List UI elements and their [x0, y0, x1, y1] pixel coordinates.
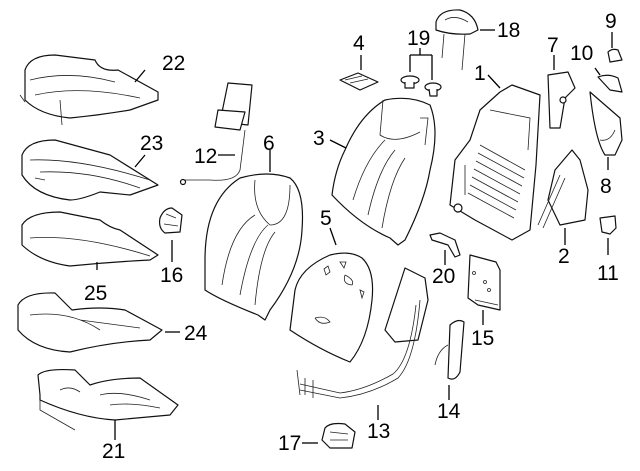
- part-20-bracket[interactable]: [429, 232, 461, 258]
- part-21-seat-pan[interactable]: [37, 368, 179, 431]
- part-9-knob-cap[interactable]: [607, 48, 623, 63]
- callout-18: 18: [497, 19, 520, 42]
- part-1-seat-back-frame[interactable]: [449, 84, 541, 241]
- part-24-cushion-foam-pad[interactable]: [17, 292, 163, 353]
- callout-16: 16: [160, 264, 183, 287]
- part-3-seat-back-cover-rear[interactable]: [331, 97, 436, 246]
- callout-labels: 22 23 12 6 3 4 19 18 1 7 9 10 8 5 2 11 2…: [84, 10, 619, 463]
- callout-11: 11: [597, 262, 619, 285]
- leader-19: [409, 48, 433, 80]
- part-17-seat-switch[interactable]: [321, 422, 356, 449]
- part-12-sensor-with-harness[interactable]: [179, 82, 253, 186]
- callout-6: 6: [263, 132, 275, 155]
- callout-12: 12: [194, 145, 217, 168]
- callout-23: 23: [140, 132, 163, 155]
- callout-14: 14: [437, 400, 461, 423]
- part-14-side-airbag-module[interactable]: [434, 319, 465, 380]
- leader-3: [329, 139, 347, 149]
- part-13-wiring-harness[interactable]: [296, 267, 429, 399]
- callout-5: 5: [320, 207, 332, 230]
- part-15-control-module[interactable]: [467, 254, 501, 311]
- callout-17: 17: [278, 432, 301, 455]
- callout-3: 3: [313, 127, 325, 150]
- leader-1: [487, 74, 501, 89]
- part-8-side-shield-cover[interactable]: [589, 91, 623, 156]
- callout-20: 20: [432, 265, 455, 288]
- leader-lines: [96, 29, 613, 444]
- part-25-cushion-pad[interactable]: [21, 211, 159, 267]
- part-11-connector[interactable]: [599, 215, 617, 235]
- callout-8: 8: [600, 175, 612, 198]
- leader-23: [134, 154, 146, 168]
- part-19-headrest-guides[interactable]: [400, 75, 442, 97]
- part-22-seat-cushion-cover[interactable]: [19, 54, 159, 126]
- leader-22: [134, 69, 146, 83]
- callout-21: 21: [102, 440, 125, 463]
- leader-10: [594, 67, 601, 76]
- callout-25: 25: [84, 282, 107, 305]
- callout-4: 4: [353, 32, 365, 55]
- callout-9: 9: [605, 10, 617, 33]
- callout-2: 2: [558, 245, 570, 268]
- part-18-headrest[interactable]: [435, 9, 479, 71]
- leader-5: [329, 227, 337, 246]
- part-16-switch[interactable]: [158, 207, 183, 234]
- callout-24: 24: [184, 322, 208, 345]
- callout-15: 15: [471, 327, 494, 350]
- part-5-seat-back-panel[interactable]: [289, 252, 374, 363]
- callout-22: 22: [162, 52, 185, 75]
- callout-10: 10: [570, 42, 593, 65]
- callout-1: 1: [474, 62, 486, 85]
- callout-19: 19: [407, 27, 430, 50]
- part-2-recliner-mechanism[interactable]: [537, 149, 589, 229]
- callout-13: 13: [367, 420, 390, 443]
- part-7-side-trim-bracket[interactable]: [547, 71, 576, 129]
- callout-7: 7: [547, 34, 559, 57]
- part-23-cushion-heater-mat[interactable]: [21, 139, 159, 201]
- part-10-release-handle[interactable]: [597, 74, 623, 93]
- part-6-seat-back-cover-front[interactable]: [204, 173, 304, 321]
- part-4-small-trim-clip[interactable]: [339, 72, 379, 91]
